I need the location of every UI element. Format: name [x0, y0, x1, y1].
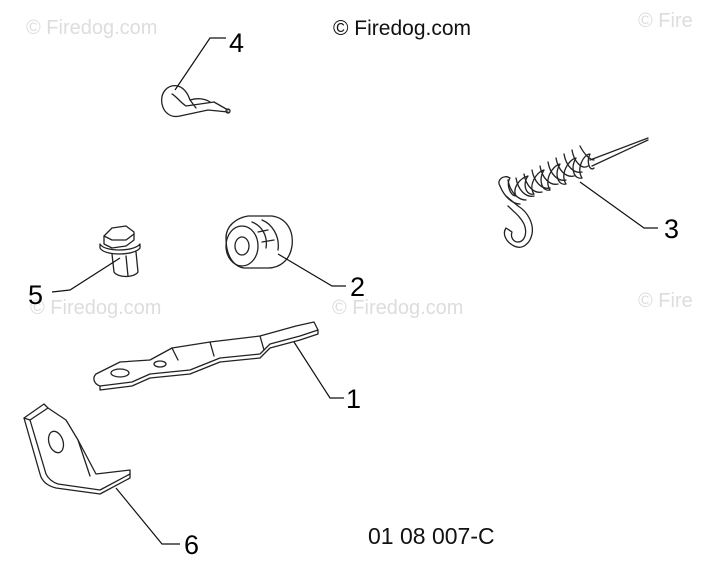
watermark-mid-center: © Firedog.com: [332, 297, 463, 319]
part-6-bracket: [23, 403, 131, 495]
leader-line-2: [277, 253, 346, 287]
leader-line-4: [174, 37, 226, 91]
leader-line-6: [115, 487, 180, 545]
callout-3: 3: [664, 214, 679, 244]
part-1-link-bar: [93, 321, 319, 391]
callout-6: 6: [184, 530, 199, 560]
part-5-flange-bolt: [99, 225, 141, 278]
leader-line-1: [293, 341, 344, 399]
watermark-top-center: © Firedog.com: [333, 17, 471, 40]
leader-line-5: [51, 257, 121, 293]
callout-1: 1: [346, 384, 361, 414]
part-2-roller: [225, 215, 293, 269]
part-3-extension-spring: [498, 137, 649, 248]
callout-5: 5: [28, 280, 43, 310]
watermark-top-left: © Firedog.com: [26, 17, 157, 39]
watermark-mid-right: © Fire: [638, 290, 693, 312]
watermark-top-right: © Fire: [638, 10, 693, 32]
part-4-hairpin-clip: [161, 85, 231, 118]
callout-2: 2: [350, 272, 365, 302]
drawing-reference: 01 08 007-C: [368, 523, 495, 549]
leader-line-3: [579, 181, 658, 229]
callout-4: 4: [229, 28, 244, 58]
watermark-mid-left: © Firedog.com: [30, 297, 161, 319]
